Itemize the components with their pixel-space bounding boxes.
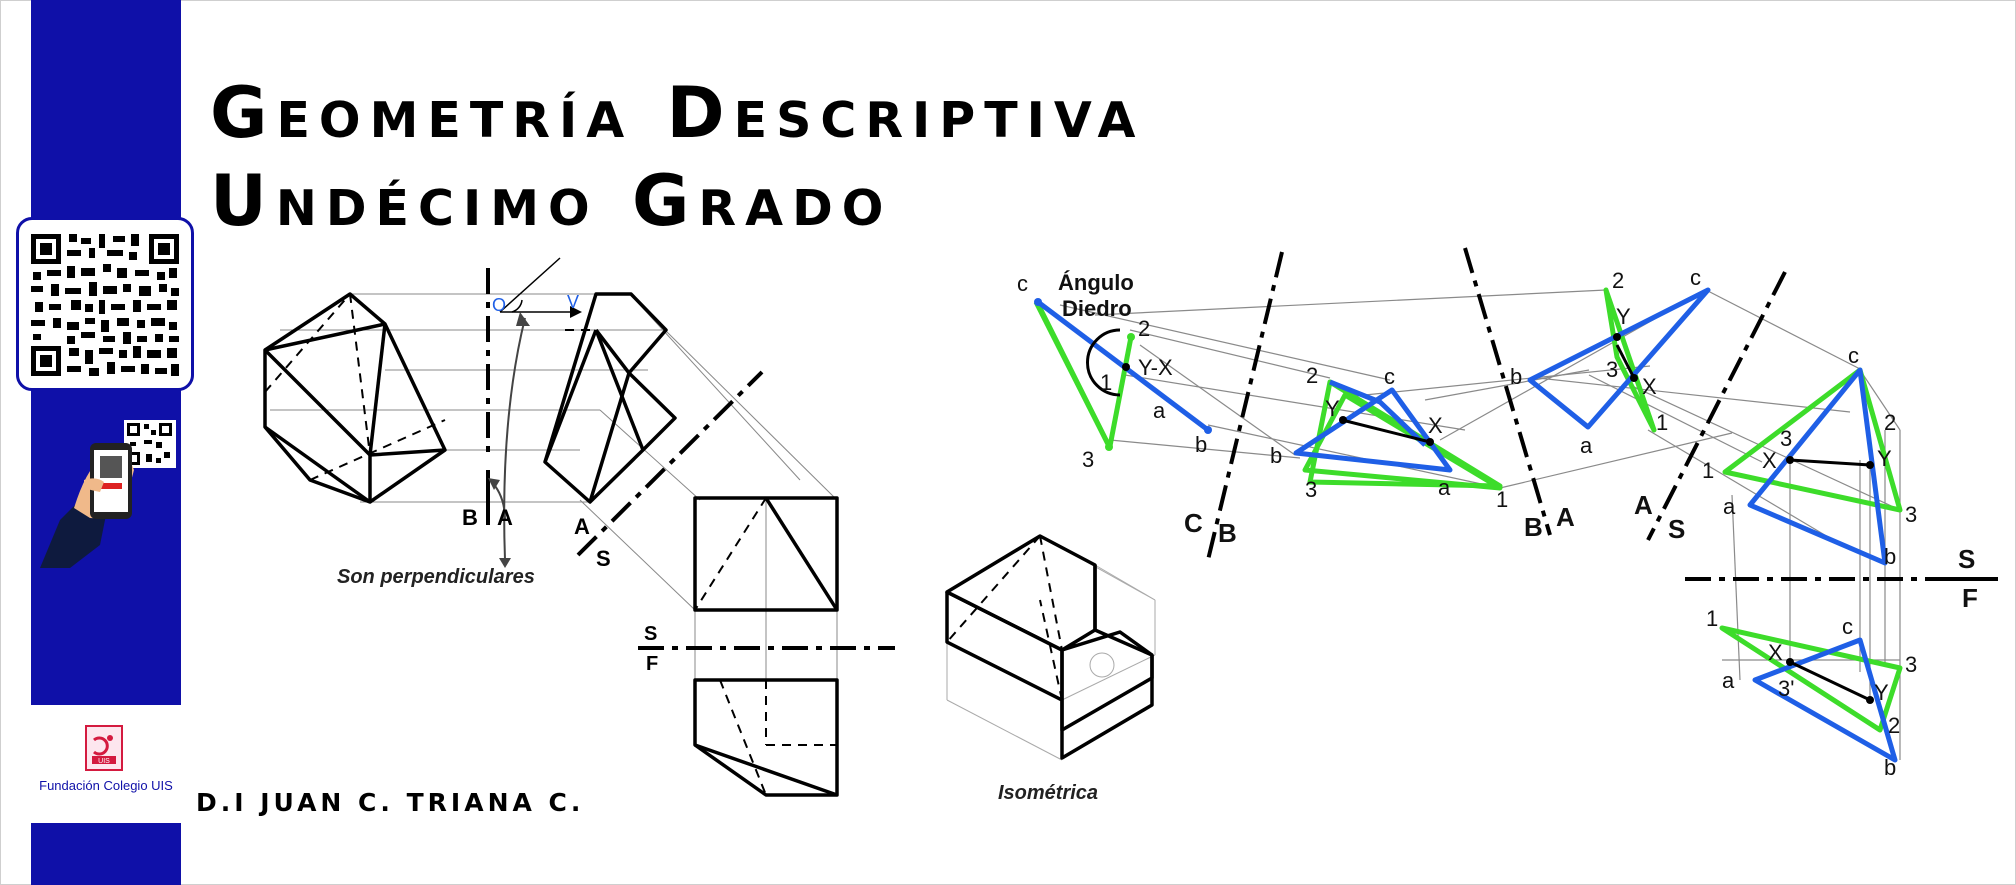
label-plane-b2: B <box>1524 512 1543 542</box>
label-plane-a2: A <box>1634 490 1653 520</box>
label-2-2: 2 <box>1306 363 1318 388</box>
label-plane-f: F <box>1962 583 1978 613</box>
label-c-2: c <box>1384 364 1395 389</box>
label-plane-s2: S <box>1958 544 1975 574</box>
page-title-line1: Geometría Descriptiva <box>210 72 1145 154</box>
hexagonal-prism-front-view <box>263 292 447 504</box>
institution-label: Fundación Colegio UIS <box>39 778 173 793</box>
label-plane-c: C <box>1184 508 1203 538</box>
label-c-1: c <box>1017 271 1028 296</box>
label-3-5: 3 <box>1905 502 1917 527</box>
label-c-4: c <box>1848 343 1859 368</box>
uis-logo-icon: UIS <box>84 724 124 772</box>
prism-side-view <box>543 292 677 504</box>
dihedral-label-1: Ángulo <box>1058 270 1134 295</box>
label-1-4: 1 <box>1702 458 1714 483</box>
page-title-line2: Undécimo Grado <box>210 160 893 242</box>
label-y-4: Y <box>1877 446 1892 471</box>
svg-text:UIS: UIS <box>98 758 110 765</box>
label-y-3: Y <box>1616 304 1631 329</box>
label-1-1: 1 <box>1100 370 1112 395</box>
label-a-4: a <box>1723 494 1736 519</box>
label-b-2: b <box>1270 443 1282 468</box>
label-3-1: 3 <box>1082 447 1094 472</box>
label-b-5: b <box>1884 755 1896 780</box>
label-b-4: b <box>1884 544 1896 569</box>
label-3-6: 3 <box>1905 652 1917 677</box>
label-2-1: 2 <box>1138 316 1150 341</box>
label-x-5: X <box>1768 640 1783 665</box>
label-3-2: 3 <box>1305 477 1317 502</box>
qr-code-icon <box>31 234 179 376</box>
label-plane-s1: S <box>1668 514 1685 544</box>
label-2-3: 2 <box>1612 268 1624 293</box>
author-name: D.I JUAN C. TRIANA C. <box>196 788 585 817</box>
label-a-2: a <box>1438 475 1451 500</box>
label-c-3: c <box>1690 265 1701 290</box>
dihedral-label-2: Diedro <box>1062 296 1132 321</box>
label-a: A <box>497 505 513 530</box>
label-1-2: 1 <box>1496 487 1508 512</box>
sidebar-band-bottom <box>31 823 181 885</box>
label-yx: Y-X <box>1138 355 1173 380</box>
label-1-3: 1 <box>1656 410 1668 435</box>
label-c-5: c <box>1842 614 1853 639</box>
isometric-caption: Isométrica <box>998 782 1099 804</box>
label-y-5: Y <box>1874 680 1889 705</box>
label-a-1: a <box>1153 398 1166 423</box>
label-a-5: a <box>1722 668 1735 693</box>
label-x-3: X <box>1642 374 1657 399</box>
label-a-3: a <box>1580 433 1593 458</box>
label-plane-a1: A <box>1556 502 1575 532</box>
label-s: S <box>596 546 611 571</box>
label-x-4: X <box>1762 448 1777 473</box>
qr-code-card[interactable] <box>16 217 194 391</box>
label-3-4: 3 <box>1780 426 1792 451</box>
label-s2: S <box>644 623 657 645</box>
label-2-5: 2 <box>1888 713 1900 738</box>
lower-view <box>693 678 839 797</box>
label-3prime: 3' <box>1778 676 1794 701</box>
label-y-2: Y <box>1325 396 1340 421</box>
label-b-3: b <box>1510 364 1522 389</box>
label-2-4: 2 <box>1884 410 1896 435</box>
label-b-1: b <box>1195 432 1207 457</box>
label-b: B <box>462 505 478 530</box>
label-o: O <box>492 295 506 315</box>
label-x-2: X <box>1428 413 1443 438</box>
label-3-3: 3 <box>1606 357 1618 382</box>
label-v: V <box>567 292 579 312</box>
label-plane-b1: B <box>1218 518 1237 548</box>
label-a2: A <box>574 514 590 539</box>
label-1-5: 1 <box>1706 606 1718 631</box>
perpendicular-caption: Son perpendiculares <box>337 566 535 588</box>
label-f: F <box>646 653 658 675</box>
